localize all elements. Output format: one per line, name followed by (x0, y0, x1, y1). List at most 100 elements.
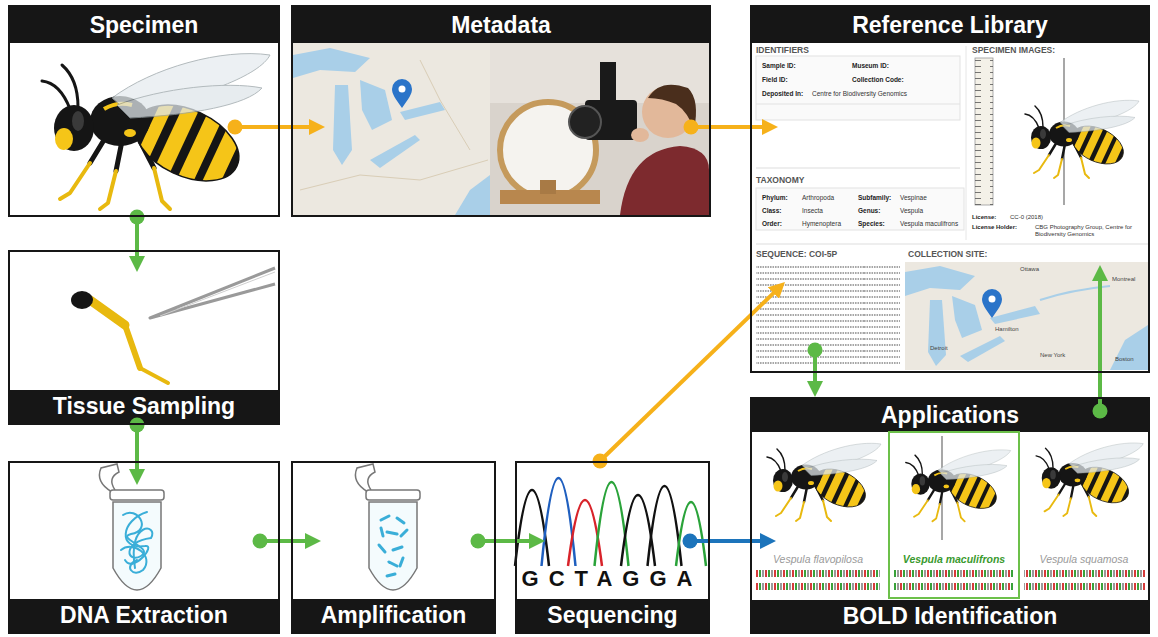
base-calls: GCTAGGA (522, 568, 703, 590)
connector-group (130, 120, 1108, 549)
panel-title: Sequencing (517, 599, 708, 632)
barcode (894, 583, 1014, 590)
tube (99, 464, 164, 590)
flow-arrow (690, 539, 763, 543)
field-name: Subfamily: (858, 194, 891, 201)
panel: Sequencing (515, 461, 710, 634)
field-value: Arthropoda (802, 194, 834, 201)
panel: Metadata (291, 5, 711, 217)
field-name: Species: (858, 220, 885, 227)
tube (381, 516, 389, 520)
field-value: CBG Photography Group, Centre for Biodiv… (1035, 224, 1145, 238)
leg-and-tweezers (140, 368, 168, 383)
record-page (756, 188, 964, 230)
map (300, 60, 488, 190)
map (960, 336, 1005, 362)
section-heading: SPECIMEN IMAGES: (972, 46, 1055, 56)
title-bar (8, 5, 1150, 634)
tube (381, 528, 383, 536)
photo (490, 43, 709, 215)
photo (540, 180, 556, 194)
map-label: Boston (1115, 356, 1134, 363)
record-page (756, 168, 960, 169)
map (370, 135, 420, 168)
field-name: Field ID: (762, 76, 788, 83)
photo (631, 128, 649, 142)
field-value: Vespinae (900, 194, 927, 201)
flow-arrow (235, 125, 312, 129)
field-name: Museum ID: (852, 62, 889, 69)
leg-and-tweezers (125, 325, 140, 368)
field-value: Hymenoptera (802, 220, 841, 227)
chromatogram (515, 478, 706, 566)
field-name: Order: (762, 220, 782, 227)
photo (600, 62, 616, 100)
connector-dot (130, 210, 145, 225)
tube (121, 512, 152, 573)
connector-dot (228, 120, 243, 135)
map (455, 175, 490, 215)
chromatogram (515, 490, 549, 566)
tube (400, 558, 403, 566)
map-label: Montreal (1112, 276, 1135, 283)
section-heading: COLLECTION SITE: (908, 250, 987, 260)
panel-title: BOLD Identification (752, 600, 1148, 632)
tube (121, 547, 146, 573)
leg-and-tweezers (90, 300, 125, 325)
panel: DNA Extraction (8, 461, 280, 634)
field-value: Vespula (900, 207, 923, 214)
chromatogram (568, 500, 602, 566)
species-name: Vespula flavopilosa (773, 553, 863, 565)
section-heading: TAXONOMY (756, 176, 804, 186)
title-bar (8, 390, 280, 425)
map (293, 43, 490, 215)
field-name: Deposited In: (762, 90, 803, 97)
barcode (1024, 583, 1146, 590)
map (293, 48, 370, 78)
map (420, 60, 470, 150)
field-name: Class: (762, 207, 782, 214)
section-heading: IDENTIFIERS (756, 46, 809, 56)
leg-and-tweezers (71, 268, 275, 383)
barcode (756, 583, 880, 590)
panel-title: Metadata (293, 7, 709, 43)
specimen-photo (1036, 443, 1143, 518)
map (905, 262, 1148, 370)
specimen-photo (906, 450, 1011, 523)
tube (401, 530, 407, 536)
panel-title: Applications (752, 399, 1148, 432)
map (905, 262, 1148, 370)
field-name: Collection Code: (852, 76, 904, 83)
tube (397, 518, 404, 523)
panel: Tissue Sampling (8, 250, 280, 425)
specimen-photo (767, 443, 881, 523)
connector-dot (683, 534, 698, 549)
tube (379, 516, 407, 576)
flow-arrow (478, 539, 532, 543)
tube (355, 464, 420, 590)
connector-dot (684, 120, 699, 135)
connector-dot (1093, 404, 1108, 419)
tube (393, 547, 402, 550)
field-value: CC-0 (2018) (1010, 214, 1043, 221)
photo (620, 146, 709, 215)
map (392, 79, 412, 108)
tube (389, 562, 397, 566)
record-page (1025, 100, 1139, 180)
title-bar (515, 599, 710, 634)
tube (387, 532, 397, 534)
leg-and-tweezers (71, 291, 93, 309)
panel-title: Reference Library (752, 7, 1148, 43)
chromatogram (676, 502, 706, 566)
tube (379, 545, 385, 552)
title-bar (8, 599, 280, 634)
connector-dot (808, 343, 823, 358)
barcode (1024, 570, 1146, 577)
panel-title: Tissue Sampling (10, 390, 278, 423)
title-bar (750, 397, 1150, 432)
map (905, 266, 975, 296)
connector-dot (130, 418, 145, 433)
